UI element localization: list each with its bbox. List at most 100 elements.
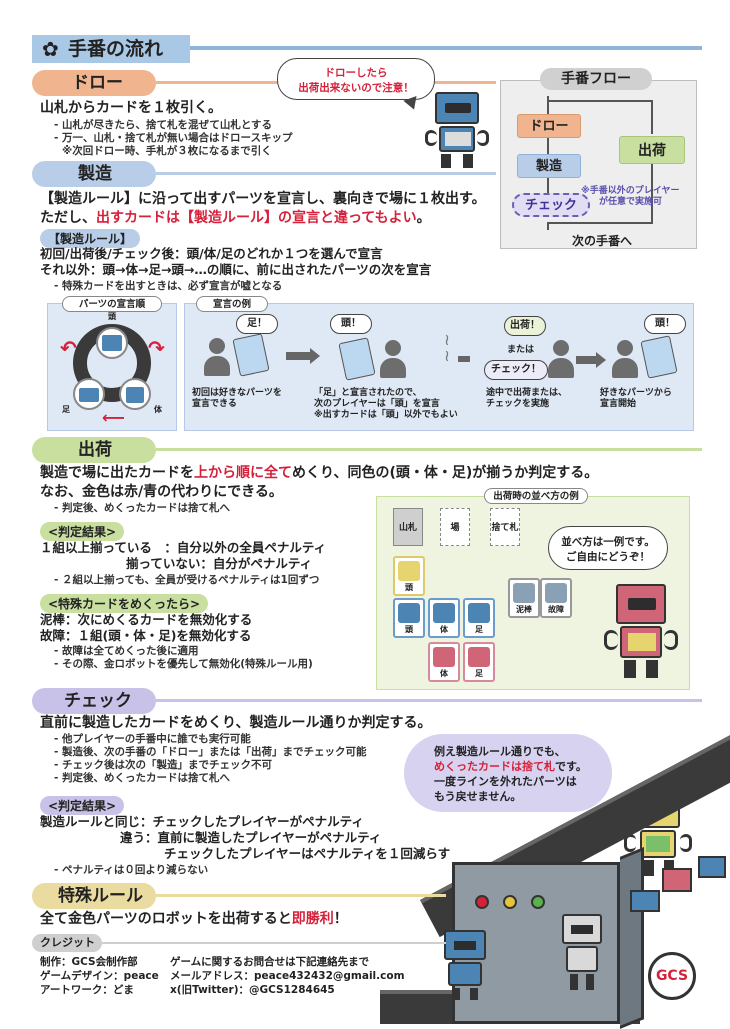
ship-line [156, 448, 702, 451]
line2-post: 。 [416, 210, 431, 226]
credit-email[interactable]: メールアドレス：peace432432@gmail.com [170, 970, 405, 982]
part-card-foot: 足 [463, 598, 495, 638]
example-bubble-ship: 出荷！ [504, 316, 546, 336]
flow-step-ship: 出荷 [619, 136, 685, 164]
check-notes: - 他プレイヤーの手番中に誰でも実行可能 - 製造後、次の手番の「ドロー」または… [54, 733, 367, 785]
special-title-text: 特殊ルール [58, 886, 143, 906]
check-line [156, 699, 702, 702]
order-part-foot: 足 [62, 405, 70, 414]
ship-note: - 判定後、めくったカードは捨て札へ [54, 502, 231, 514]
arrow-right-icon [576, 356, 598, 364]
caption-line: 宣言できる [192, 399, 237, 409]
robot-blue-icon [425, 92, 491, 170]
check-note: - 判定後、めくったカードは捨て札へ [54, 772, 231, 784]
draw-warning-bubble: ドローしたら 出荷出来ないので注意！ [277, 58, 435, 100]
arrow-icon: ⟵ [102, 408, 125, 427]
part-card-label: 足 [475, 625, 483, 634]
flow-title: 手番フロー [540, 68, 652, 90]
example-bubble: 頭！ [330, 314, 372, 334]
credits-right: ゲームに関するお問合せは下記連絡先まで メールアドレス：peace432432@… [170, 955, 405, 997]
robot-gray-icon [556, 914, 608, 994]
special-title: 特殊ルール [32, 883, 156, 909]
arrow-right-icon [458, 356, 470, 362]
flow-line [547, 222, 549, 230]
part-card-label: 体 [440, 669, 448, 678]
special-line: 故障：１組(頭・体・足)を無効化する [40, 628, 252, 643]
part-card-label: 頭 [405, 583, 413, 592]
gear-icon: ✿ [42, 37, 59, 61]
flow-line [651, 164, 653, 224]
manufacture-line1: 【製造ルール】に沿って出すパーツを宣言し、裏向きで場に１枚出す。 [40, 191, 486, 207]
order-head-circle [96, 327, 128, 359]
part-card-label: 体 [440, 625, 448, 634]
player-icon [612, 340, 638, 378]
flow-note-line: ※手番以外のプレイヤー [581, 186, 680, 196]
draw-note: ※次回ドロー時、手札が３枚になるまで引く [62, 145, 272, 157]
draw-title-text: ドロー [72, 73, 123, 93]
check-results: 製造ルールと同じ：チェックしたプレイヤーがペナルティ 違う：直前に製造したプレイ… [40, 814, 450, 862]
rule-chip: 【製造ルール】 [40, 229, 141, 248]
example-bubble: 足！ [236, 314, 278, 334]
special-card-label: 故障 [548, 605, 564, 614]
special-card-broken: 故障 [540, 578, 572, 618]
credit-line: 制作：GCS会制作部 [40, 956, 138, 968]
check-bubble-line: めくったカードは捨て札です。 [434, 759, 612, 774]
part-card-label: 頭 [405, 625, 413, 634]
order-part-body: 体 [154, 405, 162, 414]
arrow-right-icon [286, 352, 312, 360]
flow-step-check: チェック [512, 193, 590, 217]
credits-left: 制作：GCS会制作部 ゲームデザイン：peace アートワーク：どま [40, 955, 159, 997]
bubble-line: 並べ方は一例です。 [561, 536, 655, 548]
rule-text: 初回/出荷後/チェック後：頭/体/足のどれか１つを選んで宣言 それ以外：頭→体→… [40, 246, 431, 278]
credit-contact-line: ゲームに関するお問合せは下記連絡先まで [170, 956, 370, 968]
special-main-pre: 全て金色パーツのロボットを出荷すると [40, 911, 292, 927]
rule-note: - 特殊カードを出すときは、必ず宣言が嘘となる [54, 280, 283, 292]
special-main-post: ！ [333, 911, 348, 927]
page-title-bar [32, 35, 190, 63]
part-on-belt [630, 890, 660, 912]
manufacture-title-text: 製造 [78, 164, 112, 184]
check-bubble-line: 例え製造ルール通りでも、 [434, 745, 566, 758]
manufacture-line [156, 172, 496, 175]
flow-step-manufacture: 製造 [517, 154, 581, 178]
ship-results: １組以上揃っている ：自分以外の全員ペナルティ 揃っていない：自分がペナルティ [40, 540, 326, 572]
draw-notes: - 山札が尽きたら、捨て札を混ぜて山札とする - 万一、山札・捨て札が無い場合は… [54, 119, 293, 158]
ship-line1-red: 上から順に全て [194, 465, 292, 481]
flow-line [548, 100, 652, 102]
check-result-chip: <判定結果> [40, 796, 125, 815]
special-main: 全て金色パーツのロボットを出荷すると即勝利！ [40, 910, 348, 928]
credit-line: アートワーク：どま [40, 984, 134, 996]
player-icon [204, 338, 230, 376]
example-bubble-check: チェック！ [484, 360, 548, 380]
special-results: 泥棒：次にめくるカードを無効化する 故障：１組(頭・体・足)を無効化する [40, 612, 252, 644]
credit-twitter[interactable]: x(旧Twitter)：@GCS1284645 [170, 984, 335, 996]
part-card-body: 体 [428, 598, 460, 638]
order-body-circle [119, 378, 151, 410]
flow-line [548, 222, 652, 224]
special-note: - その際、金ロボットを優先して無効化(特殊ルール用) [54, 658, 313, 670]
manufacture-line2: ただし、出すカードは【製造ルール】の宣言と違ってもよい。 [40, 209, 431, 227]
draw-note: - 山札が尽きたら、捨て札を混ぜて山札とする [54, 119, 273, 131]
check-main: 直前に製造したカードをめくり、製造ルール通りか判定する。 [40, 715, 432, 731]
part-card-label: 足 [475, 669, 483, 678]
credits-title: クレジット [32, 934, 102, 952]
player-icon [548, 340, 574, 378]
check-bubble-red: めくったカードは捨て札 [434, 760, 555, 773]
caption-line: 宣言開始 [600, 399, 637, 409]
check-result-line: 違う：直前に製造したプレイヤーがペナルティ [120, 830, 382, 845]
example-bubble: 頭！ [644, 314, 686, 334]
check-bubble-post: です。 [555, 760, 587, 773]
flow-next: 次の手番へ [572, 234, 633, 248]
ship-layout-label: 出荷時の並べ方の例 [484, 488, 588, 504]
arrow-icon: ↷ [148, 336, 165, 360]
special-notes: - 故障は全てめくった後に適用 - その際、金ロボットを優先して無効化(特殊ルー… [54, 645, 313, 671]
caption-line: ※出すカードは「頭」以外でもよい [314, 410, 458, 420]
page-title-line [190, 46, 702, 50]
caption-line: 「足」と宣言されたので、 [314, 388, 422, 398]
robot-blue-small-icon [438, 930, 492, 1000]
check-result-line: チェックしたプレイヤーはペナルティを１回減らす [164, 846, 451, 861]
check-title-text: チェック [64, 691, 132, 711]
check-bubble-line: 一度ラインを外れたパーツは [434, 775, 577, 788]
wavy-divider-icon: ≀≀ [444, 330, 450, 365]
manufacture-title: 製造 [32, 161, 156, 187]
